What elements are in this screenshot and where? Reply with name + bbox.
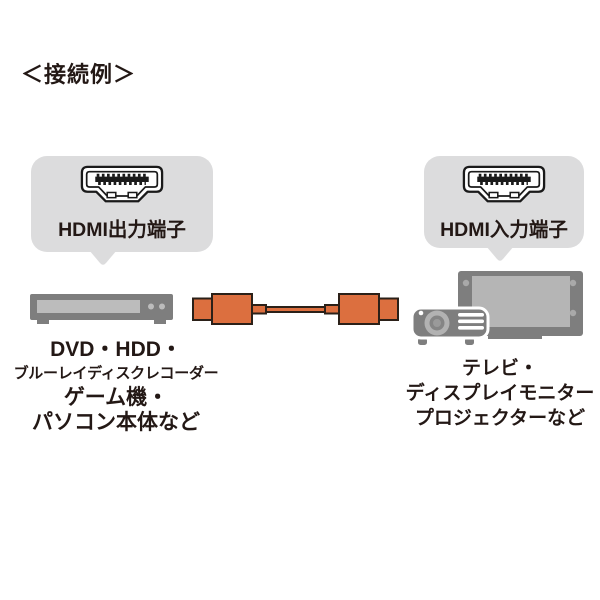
caption-line: DVD・HDD・ (50, 338, 182, 361)
callout-tail-right (485, 246, 515, 263)
callout-tail-left (88, 250, 118, 267)
caption-line: ディスプレイモニター (405, 383, 595, 404)
caption-line: プロジェクターなど (414, 408, 586, 429)
hdmi-connector-icon (79, 165, 165, 207)
callout-hdmi-input: HDMI入力端子 (424, 156, 584, 248)
source-device-caption: DVD・HDD・ ブルーレイディスクレコーダー ゲーム機・ パソコン本体など (0, 337, 232, 435)
caption-line: ゲーム機・ (63, 386, 169, 409)
hdmi-input-label: HDMI入力端子 (440, 219, 568, 241)
display-device-caption: テレビ・ ディスプレイモニター プロジェクターなど (392, 356, 600, 431)
caption-line: パソコン本体など (32, 411, 200, 434)
tv-and-projector-icon (408, 268, 588, 350)
hdmi-cable-icon (191, 291, 401, 327)
dvd-recorder-icon (29, 293, 174, 326)
hdmi-connector-icon (461, 165, 547, 207)
caption-line: ブルーレイディスクレコーダー (13, 365, 219, 382)
hdmi-output-label: HDMI出力端子 (58, 219, 186, 241)
caption-line: テレビ・ (461, 358, 538, 379)
page-title: ＜接続例＞ (21, 62, 137, 87)
callout-hdmi-output: HDMI出力端子 (31, 156, 213, 252)
